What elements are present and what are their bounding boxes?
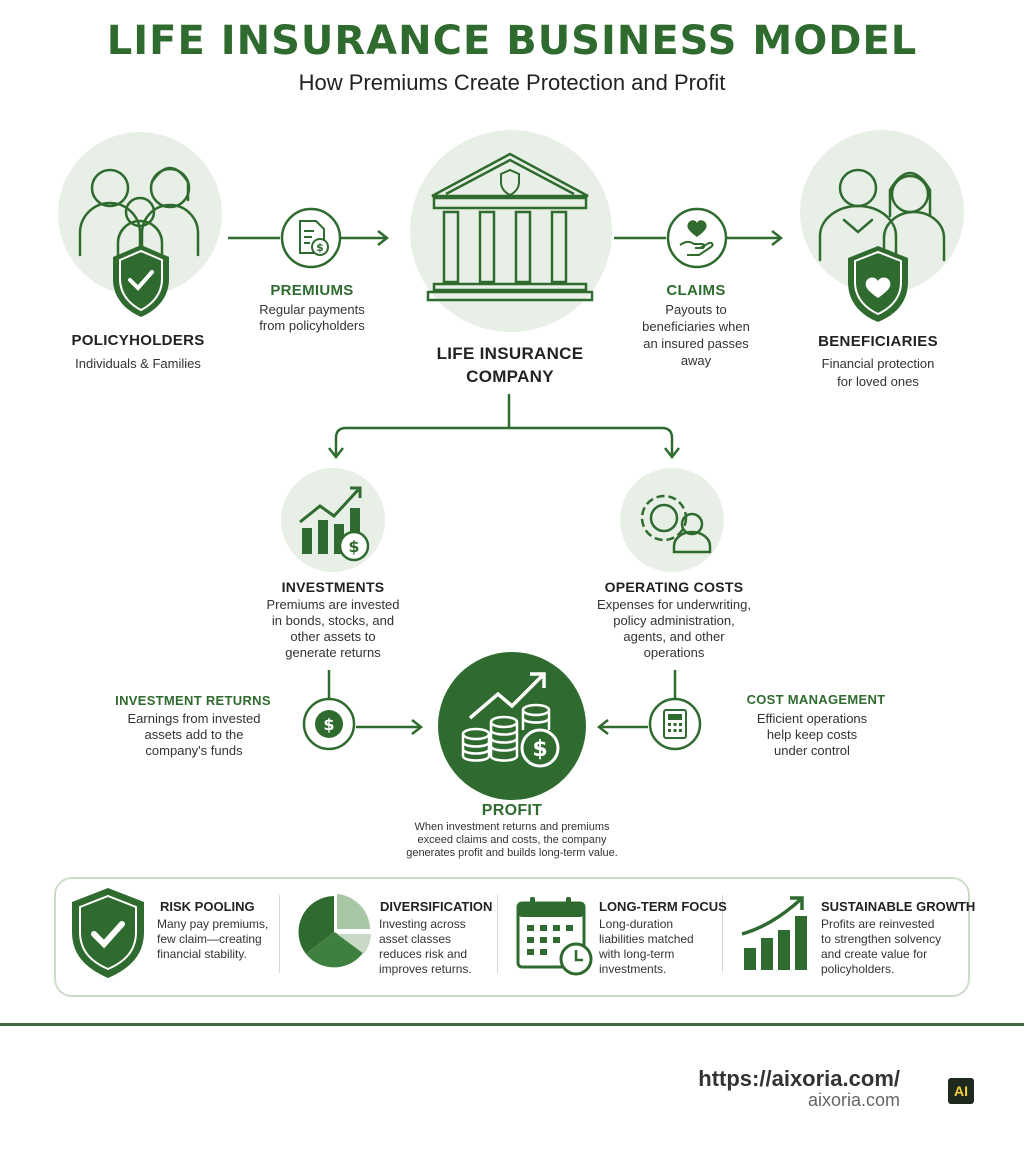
principle-title-diversification: DIVERSIFICATION [380, 899, 493, 914]
investments-desc-4: generate returns [285, 645, 381, 660]
beneficiaries-desc-2: for loved ones [837, 374, 919, 389]
footer-divider [0, 1023, 1024, 1026]
page-subtitle: How Premiums Create Protection and Profi… [298, 70, 726, 95]
premiums-arrow [228, 230, 390, 246]
principle-desc-line: financial stability. [157, 947, 247, 961]
claims-desc-1: Payouts to [665, 302, 727, 317]
operating-costs-desc-1: Expenses for underwriting, [597, 597, 751, 612]
couple-heart-icon [818, 168, 946, 322]
investments-desc-3: other assets to [290, 629, 376, 644]
claims-desc-2: beneficiaries when [642, 319, 750, 334]
principle-desc-line: Profits are reinvested [821, 917, 935, 931]
footer-domain[interactable]: aixoria.com [807, 1090, 900, 1110]
profit-title: PROFIT [481, 802, 543, 819]
cost-management-desc-1: Efficient operations [756, 711, 868, 726]
investments-desc-1: Premiums are invested [266, 597, 400, 612]
company-title-2: COMPANY [466, 367, 554, 386]
principle-desc-line: Long-duration [599, 917, 674, 931]
investment-returns-desc-1: Earnings from invested [127, 711, 261, 726]
divider [722, 895, 723, 973]
cost-management-title: COST MANAGEMENT [746, 692, 886, 707]
investment-returns-title: INVESTMENT RETURNS [115, 693, 271, 708]
investment-returns-desc-3: company's funds [145, 743, 243, 758]
page-title: LIFE INSURANCE BUSINESS MODEL [106, 18, 918, 64]
principle-desc-line: Investing across [379, 917, 466, 931]
principle-title-sustainable-growth: SUSTAINABLE GROWTH [821, 899, 976, 914]
calendar-clock-icon [516, 897, 593, 976]
divider [497, 895, 498, 973]
svg-text:$: $ [532, 737, 547, 762]
policyholders-desc: Individuals & Families [75, 356, 201, 371]
principle-desc-line: reduces risk and [379, 947, 468, 961]
principle-desc-line: improves returns. [379, 962, 472, 976]
principle-desc-line: to strengthen solvency [821, 932, 942, 946]
premium-document-icon: $ [280, 207, 342, 269]
profit-desc-2: exceed claims and costs, the company [417, 834, 607, 846]
principle-desc-line: and create value for [821, 947, 928, 961]
gear-person-icon [640, 494, 712, 554]
growth-chart-icon [741, 896, 807, 970]
claims-title: CLAIMS [666, 282, 726, 299]
principle-desc-line: policyholders. [821, 962, 895, 976]
returns-arrow: $ [302, 670, 424, 751]
pie-chart-icon [298, 894, 371, 968]
investment-returns-desc-2: assets add to the [144, 727, 244, 742]
cost-management-desc-3: under control [774, 743, 850, 758]
operating-costs-circle [620, 468, 724, 572]
profit-desc-3: generates profit and builds long-term va… [406, 847, 618, 859]
premiums-title: PREMIUMS [270, 282, 354, 299]
cost-management-desc-2: help keep costs [766, 727, 858, 742]
profit-coins-icon: $ [461, 672, 560, 768]
premiums-desc-1: Regular payments [259, 302, 365, 317]
branch-connector [328, 394, 680, 460]
investments-circle [281, 468, 385, 572]
principle-title-long-term-focus: LONG-TERM FOCUS [599, 899, 727, 914]
cost-arrow [596, 670, 702, 751]
heart-hand-icon [666, 207, 728, 269]
svg-text:$: $ [323, 715, 334, 734]
principle-title-risk-pooling: RISK POOLING [160, 899, 255, 914]
principle-desc-line: with long-term [599, 947, 675, 961]
operating-costs-desc-3: agents, and other [623, 629, 725, 644]
svg-text:$: $ [316, 241, 324, 254]
claims-desc-4: away [680, 353, 712, 368]
profit-desc-1: When investment returns and premiums [414, 821, 610, 833]
principles-card [54, 877, 970, 997]
investment-chart-icon: $ [299, 486, 370, 562]
company-title-1: LIFE INSURANCE [436, 344, 584, 363]
family-icon [78, 166, 200, 317]
principle-desc-line: Many pay premiums, [157, 917, 269, 931]
policyholders-title: POLICYHOLDERS [71, 332, 205, 349]
operating-costs-desc-4: operations [643, 645, 705, 660]
svg-text:$: $ [348, 537, 359, 556]
bank-building-icon [426, 152, 594, 302]
beneficiaries-title: BENEFICIARIES [818, 333, 938, 350]
ai-logo-icon: AI [948, 1078, 974, 1104]
principle-desc-line: liabilities matched [599, 932, 694, 946]
principle-desc-line: investments. [599, 962, 667, 976]
principle-desc-line: asset classes [379, 932, 452, 946]
beneficiaries-desc-1: Financial protection [821, 356, 935, 371]
shield-check-icon [72, 888, 144, 978]
investments-desc-2: in bonds, stocks, and [271, 613, 395, 628]
claims-arrow [614, 230, 784, 246]
principle-desc-line: few claim—creating [157, 932, 262, 946]
investments-title: INVESTMENTS [281, 579, 385, 595]
footer-url[interactable]: https://aixoria.com/ [698, 1066, 900, 1091]
claims-desc-3: an insured passes [643, 336, 749, 351]
divider [279, 895, 280, 973]
operating-costs-title: OPERATING COSTS [604, 579, 744, 595]
operating-costs-desc-2: policy administration, [613, 613, 735, 628]
premiums-desc-2: from policyholders [259, 318, 365, 333]
